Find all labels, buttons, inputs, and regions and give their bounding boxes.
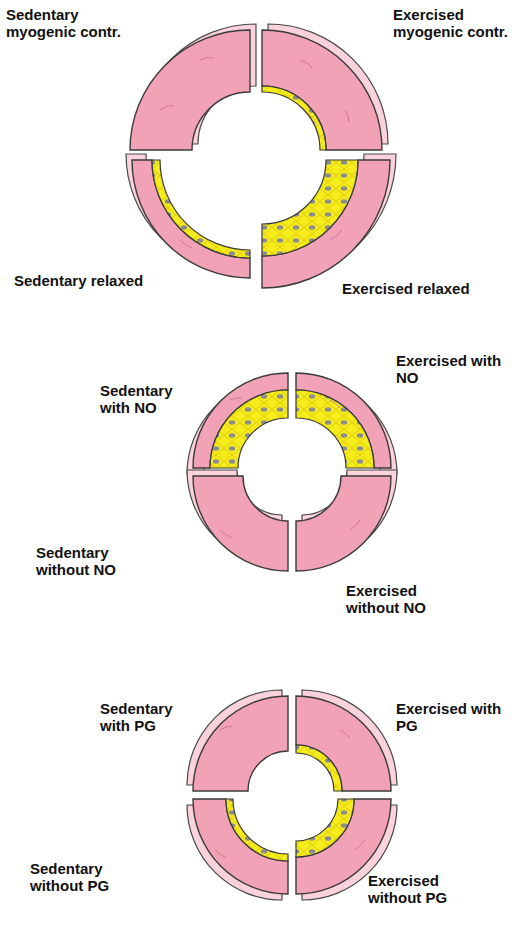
endothelium-layer: [152, 160, 250, 258]
condition-label: Sedentary without NO: [36, 544, 146, 578]
vessel-wall: [193, 799, 288, 894]
condition-label: Exercised with PG: [396, 700, 506, 734]
condition-label: Exercised myogenic contr.: [393, 6, 518, 40]
condition-label: Sedentary relaxed: [14, 272, 214, 289]
endothelium-layer: [210, 390, 288, 468]
condition-label: Exercised with NO: [396, 352, 506, 386]
condition-label: Sedentary with NO: [100, 382, 190, 416]
vessel-wall: [296, 696, 391, 791]
condition-label: Exercised without PG: [368, 872, 478, 906]
condition-label: Sedentary without PG: [30, 860, 140, 894]
condition-label: Sedentary with PG: [100, 700, 190, 734]
vessel-wall: [193, 373, 288, 468]
endothelium-layer: [226, 799, 288, 861]
condition-label: Exercised relaxed: [342, 280, 517, 297]
endothelium-layer: [296, 390, 374, 468]
endothelium-layer: [296, 745, 342, 791]
muscle-fibres: [160, 57, 365, 858]
vessel-wall: [193, 476, 288, 571]
endothelium-layer: [296, 799, 354, 857]
vessel-wall: [262, 30, 382, 150]
endothelium-layer: [262, 160, 358, 256]
endothelium-layer: [262, 86, 326, 150]
vessel-wall: [193, 696, 288, 791]
condition-label: Sedentary myogenic contr.: [6, 6, 131, 40]
condition-label: Exercised without NO: [346, 582, 446, 616]
vessel-wall: [262, 160, 390, 288]
vessel-wall: [132, 160, 250, 278]
vessel-wall: [296, 476, 391, 571]
vessel-wall: [296, 373, 391, 468]
vessel-wall: [130, 30, 250, 150]
